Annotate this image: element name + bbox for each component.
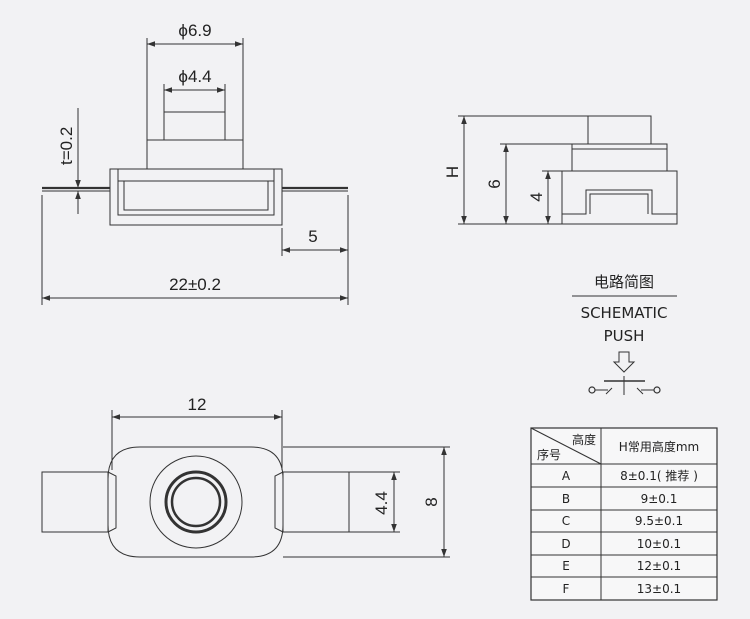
- table-corner-bottom: 序号: [537, 447, 561, 462]
- table-row-value: 8±0.1( 推荐 ): [620, 469, 698, 483]
- height-table: 高度 序号 H常用高度mm A 8±0.1( 推荐 ) B 9±0.1 C 9.…: [530, 427, 718, 601]
- table-corner-top: 高度: [572, 432, 596, 447]
- front-view: ϕ6.9 ϕ4.4 t=0.2 5 22±0.2: [41, 21, 349, 305]
- schematic-push: PUSH: [604, 327, 645, 345]
- inner-ring: [170, 476, 222, 528]
- dim-terminal: 5: [308, 227, 317, 246]
- table-row-id: E: [562, 559, 570, 573]
- top-body: [107, 446, 284, 558]
- table-row-value: 10±0.1: [637, 537, 681, 551]
- top-view: 12 4.4 8: [41, 395, 450, 558]
- side-cap: [571, 143, 668, 172]
- dim-thickness: t=0.2: [57, 127, 76, 165]
- dim-total-length: 22±0.2: [169, 275, 221, 294]
- table-header: H常用高度mm: [619, 439, 699, 454]
- dim-ring: 4.4: [372, 491, 391, 515]
- side-base: [561, 170, 678, 225]
- table-row-id: F: [563, 582, 570, 596]
- base-housing: [109, 168, 283, 226]
- push-button: [163, 111, 226, 141]
- schematic-title-en: SCHEMATIC: [581, 304, 668, 322]
- push-arrow-icon: [612, 351, 636, 373]
- side-button: [587, 115, 652, 145]
- table-row-id: B: [562, 492, 570, 506]
- top-right-terminal: [282, 471, 350, 533]
- table-row-value: 9.5±0.1: [635, 514, 683, 528]
- table-row-value: 13±0.1: [637, 582, 681, 596]
- dim-outer-diameter: ϕ6.9: [178, 21, 211, 40]
- dim-h: H: [443, 166, 462, 178]
- dim-inner-diameter: ϕ4.4: [178, 67, 211, 86]
- schematic: 电路简图 SCHEMATIC PUSH: [572, 273, 677, 395]
- dim-height: 8: [422, 497, 441, 506]
- side-view: H 6 4: [443, 115, 678, 225]
- table-row-value: 9±0.1: [641, 492, 678, 506]
- table-row-id: A: [562, 469, 571, 483]
- schematic-title-cn: 电路简图: [594, 273, 654, 291]
- table-row-id: C: [562, 514, 570, 528]
- dim-6: 6: [485, 179, 504, 188]
- top-left-terminal: [41, 471, 109, 533]
- dim-4: 4: [527, 192, 546, 201]
- outer-ring: [149, 455, 243, 549]
- table-row-id: D: [561, 537, 570, 551]
- table-row-value: 12±0.1: [637, 559, 681, 573]
- switch-symbol-icon: [588, 376, 661, 395]
- middle-ring: [164, 470, 228, 534]
- cap-lower: [146, 139, 244, 170]
- dim-width: 12: [188, 395, 207, 414]
